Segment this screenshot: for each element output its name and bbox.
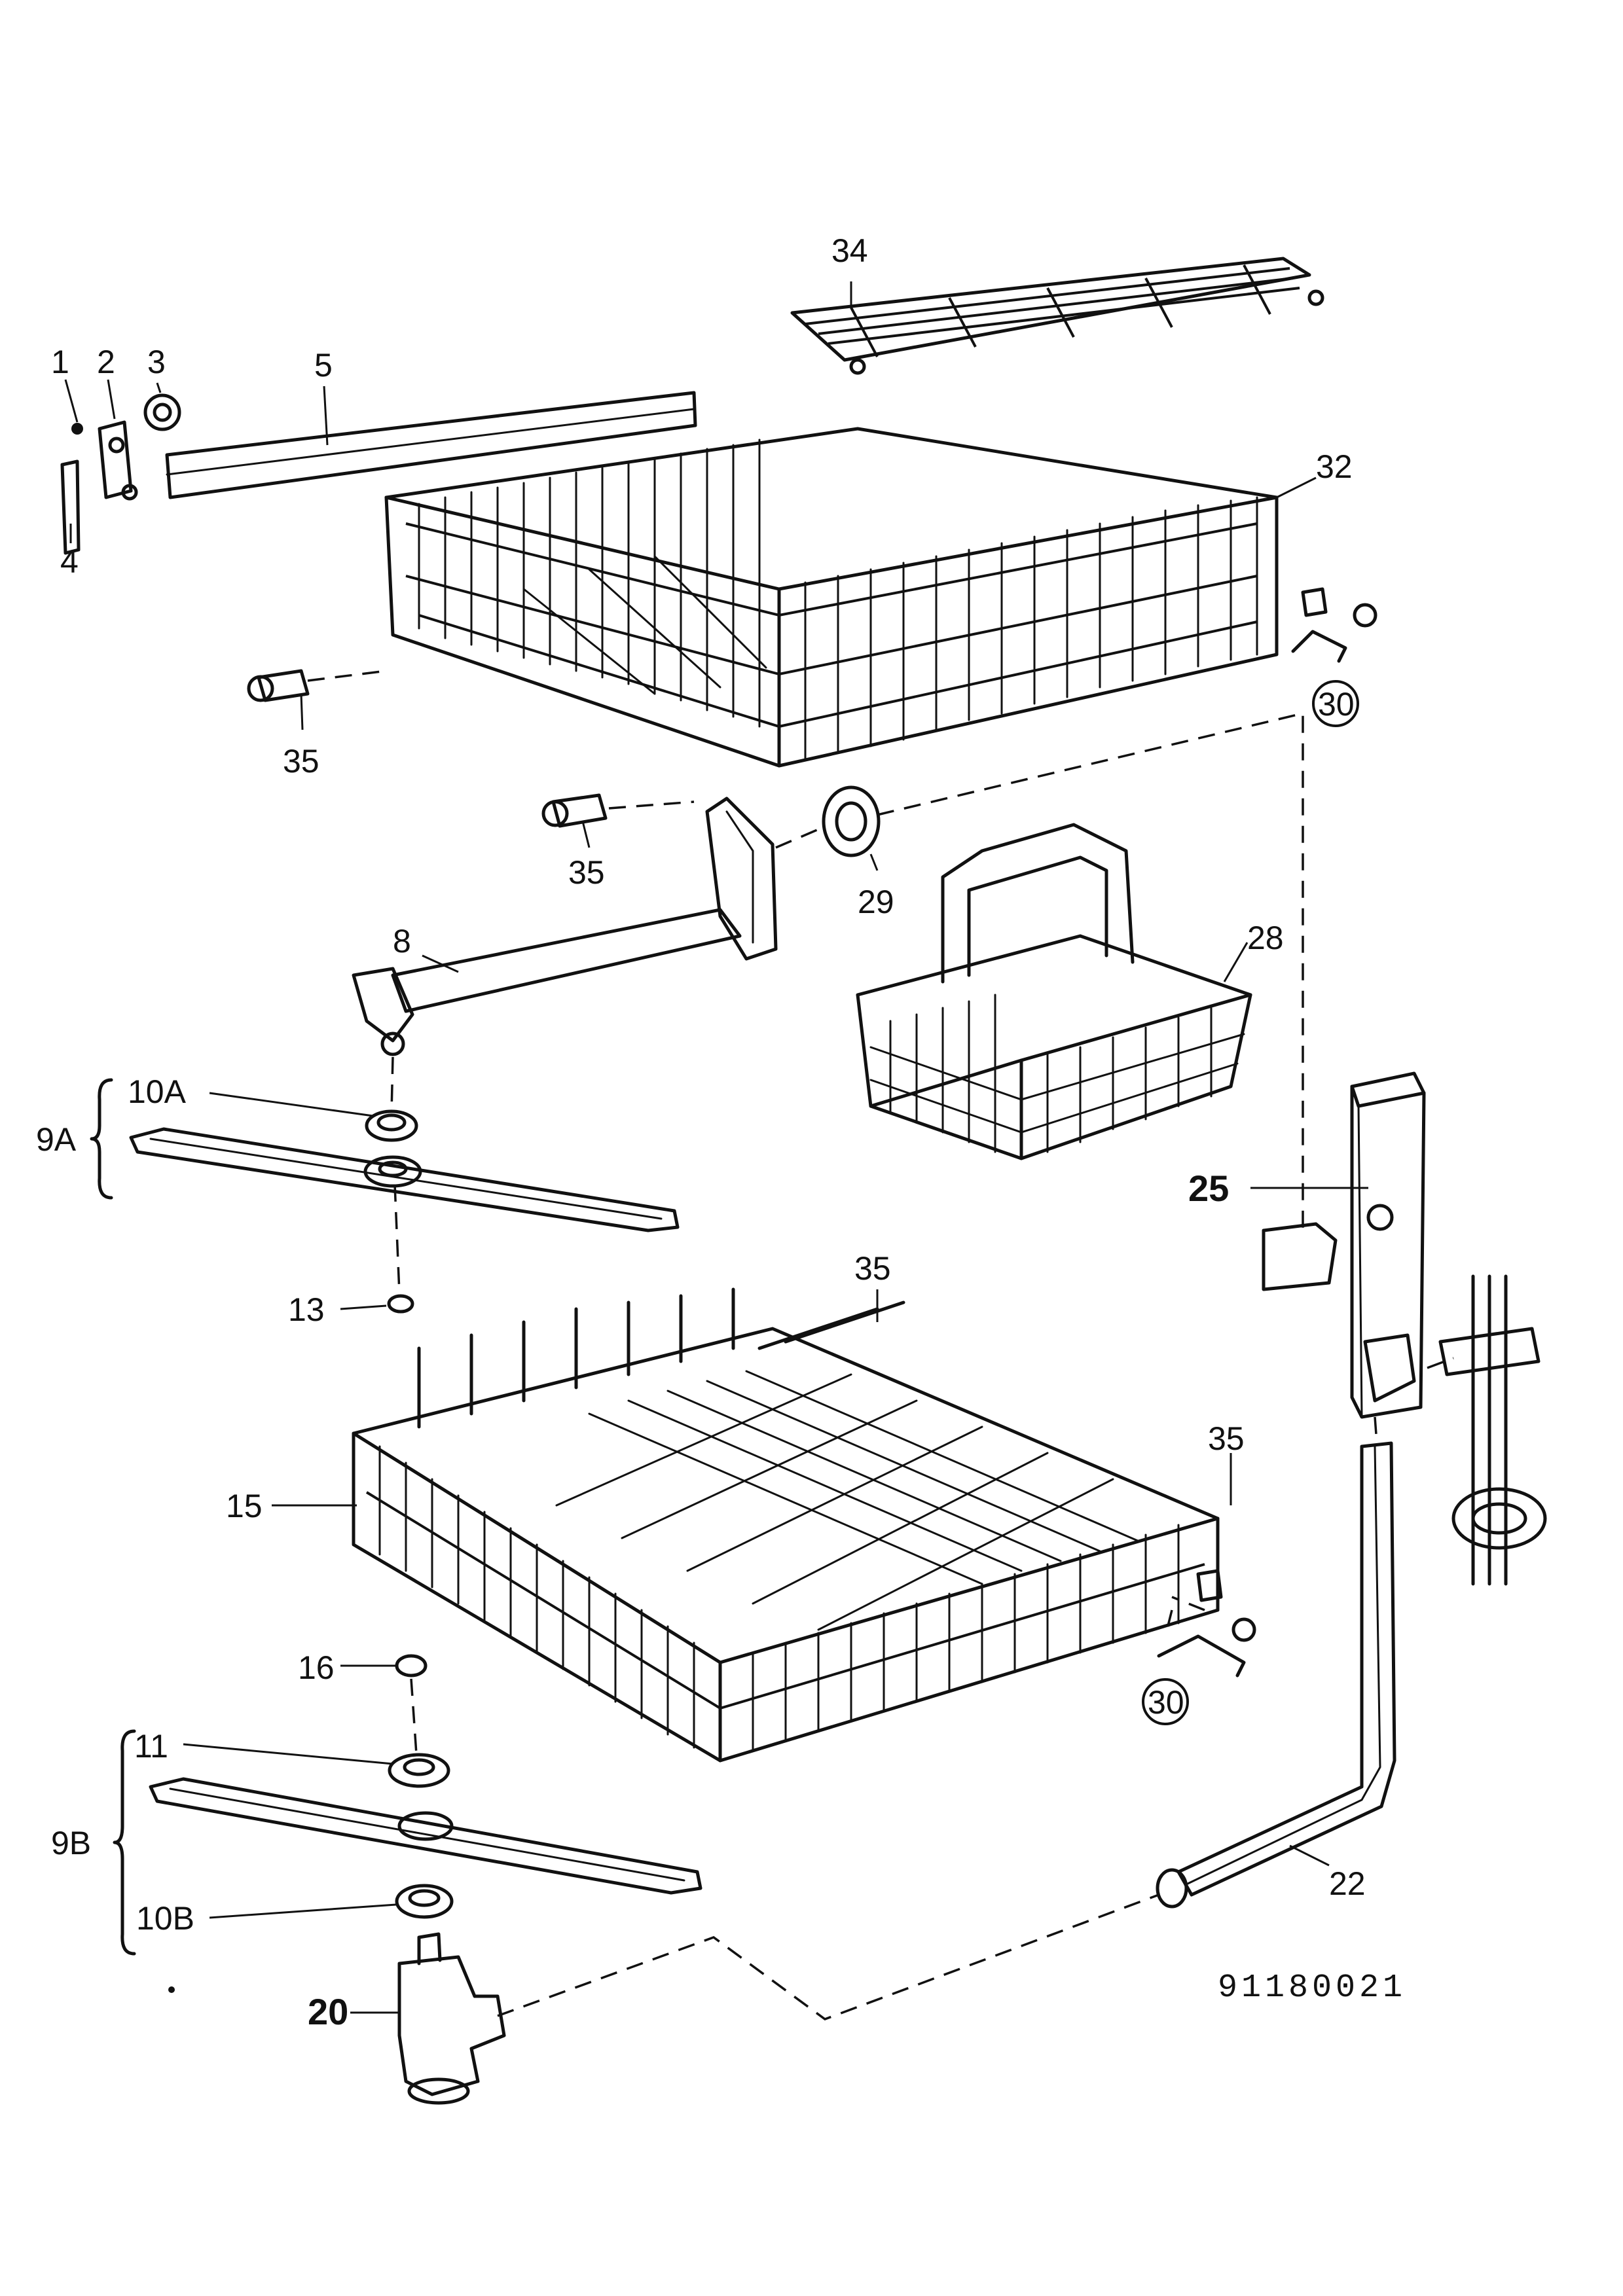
clip-30-upper-parts — [1291, 630, 1347, 663]
water-supply-duct — [1262, 1071, 1426, 1419]
callout-circle-30-upper — [1312, 680, 1359, 727]
rail-bracket-parts — [60, 393, 181, 555]
label-9a: 9A — [36, 1121, 77, 1158]
label-22: 22 — [1329, 1865, 1366, 1902]
rail — [165, 391, 697, 499]
brace-9b — [113, 1729, 136, 1956]
pin-35-middle — [541, 793, 608, 828]
brace-9a — [90, 1078, 113, 1200]
upper-spray-arm-assembly — [129, 1109, 680, 1314]
label-5: 5 — [314, 347, 333, 384]
label-25: 25 — [1188, 1168, 1229, 1209]
label-16: 16 — [298, 1649, 335, 1686]
label-9b: 9B — [51, 1825, 91, 1861]
lower-feed-tube — [1156, 1441, 1396, 1909]
part-labels: 1 2 3 4 5 34 32 35 35 29 28 8 10A 9A 25 … — [36, 232, 1406, 2032]
label-34: 34 — [831, 232, 868, 269]
label-30-lower: 30 — [1148, 1684, 1184, 1721]
label-13: 13 — [288, 1291, 325, 1328]
label-35-upper: 35 — [283, 743, 319, 780]
label-35-lower-right: 35 — [1208, 1420, 1245, 1457]
label-3: 3 — [147, 344, 166, 380]
leader-lines — [64, 281, 1368, 2014]
label-28: 28 — [1247, 920, 1284, 956]
label-10b: 10B — [136, 1900, 194, 1937]
label-35-lower-center: 35 — [854, 1250, 891, 1287]
label-15: 15 — [226, 1488, 263, 1524]
label-35-middle: 35 — [568, 854, 605, 891]
upper-basket — [384, 427, 1377, 768]
label-30-upper: 30 — [1318, 686, 1355, 723]
label-4: 4 — [60, 543, 79, 580]
lower-spray-arm-assembly — [149, 1654, 702, 2105]
label-1: 1 — [51, 344, 69, 380]
lower-basket — [352, 1287, 1256, 1763]
label-20: 20 — [308, 1991, 348, 2032]
upper-spray-supply-arm — [352, 797, 778, 1056]
cutlery-basket — [856, 823, 1252, 1160]
stray-dot — [168, 1986, 175, 1993]
clip-30-lower-parts — [1157, 1634, 1246, 1677]
label-29: 29 — [858, 884, 894, 920]
label-11: 11 — [134, 1728, 168, 1765]
side-hinge-detail — [1438, 1274, 1547, 1586]
drawing-code: 91180021 — [1218, 1969, 1406, 2007]
pin-35-upper — [247, 669, 310, 702]
label-8: 8 — [393, 923, 411, 960]
ring-29 — [822, 785, 881, 857]
label-10a: 10A — [128, 1073, 187, 1110]
assembly-dashed-lines — [307, 670, 1454, 2020]
label-2: 2 — [97, 344, 115, 380]
top-shelf-rack — [790, 257, 1324, 375]
callout-circle-30-lower — [1142, 1678, 1189, 1725]
label-32: 32 — [1316, 448, 1353, 485]
